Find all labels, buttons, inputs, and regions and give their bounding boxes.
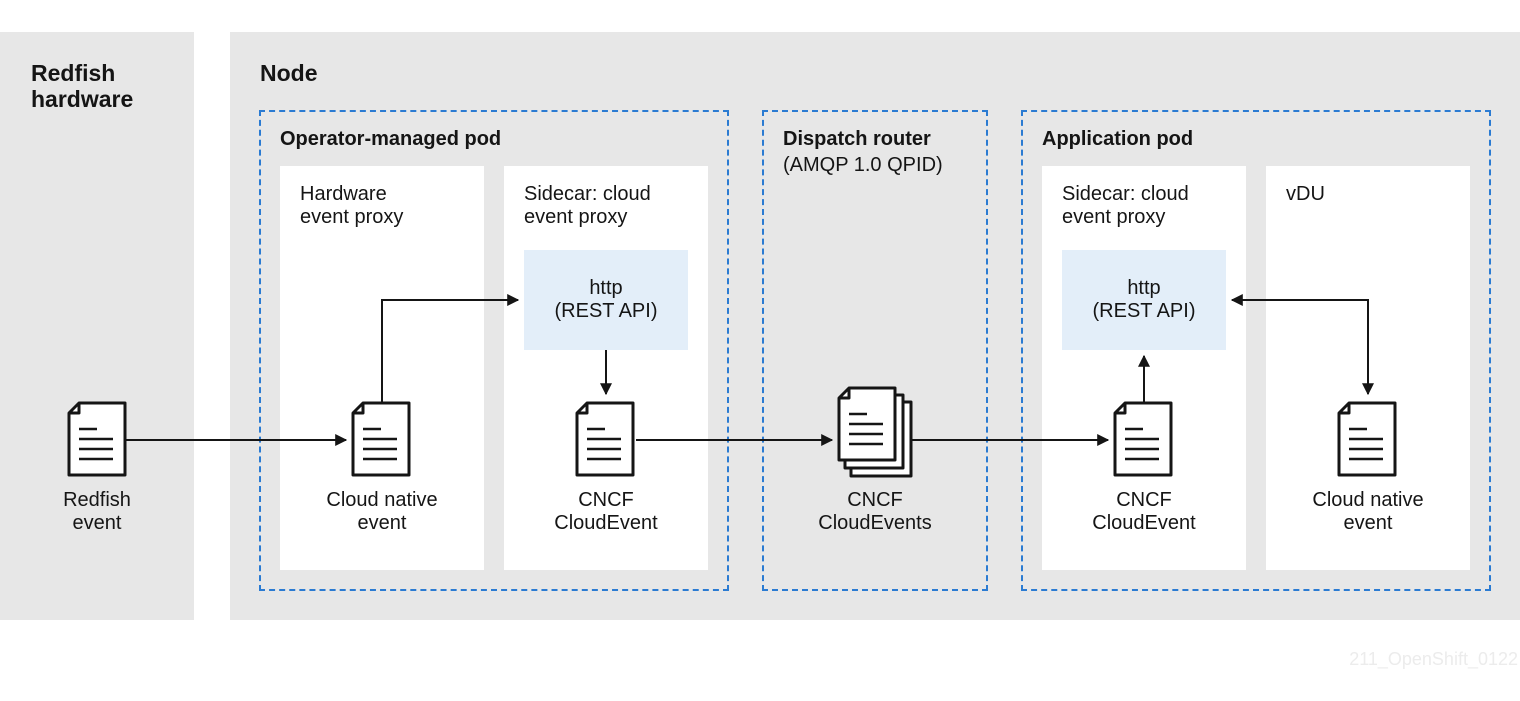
- redfish-hardware-panel: [0, 32, 194, 620]
- operator-managed-pod: [259, 110, 729, 591]
- cloud-native-1-line1: Cloud native: [326, 489, 438, 511]
- operator-http-rest-api-box: [524, 250, 688, 350]
- cloud-native-1-line2: event: [357, 512, 407, 534]
- cncf-1-line1: CNCF: [578, 489, 634, 511]
- document-icon: [575, 401, 635, 477]
- redfish-hardware-title-line2: hardware: [31, 86, 134, 112]
- app-sidecar-label: Sidecar: cloud event proxy: [1062, 183, 1189, 229]
- arrow-http-vdu-bidirectional: [1230, 294, 1374, 396]
- redfish-hardware-title: Redfish hardware: [31, 60, 133, 112]
- app-http-rest-api-box: [1062, 250, 1226, 350]
- application-pod: [1021, 110, 1491, 591]
- vdu-label: vDU: [1286, 183, 1325, 205]
- op-http-line2: (REST API): [554, 300, 658, 322]
- cncf-2-line1: CNCF: [1116, 489, 1172, 511]
- cloud-native-2-line1: Cloud native: [1312, 489, 1424, 511]
- op-http-line1: http: [589, 277, 623, 299]
- dispatch-router: [762, 110, 988, 591]
- document-icon: [67, 401, 127, 477]
- redfish-event-line2: event: [72, 512, 122, 534]
- cloud-native-event-label: Cloud native event: [326, 489, 437, 535]
- op-sidecar-line2: event proxy: [524, 206, 628, 228]
- op-sidecar-line1: Sidecar: cloud: [524, 183, 651, 205]
- operator-http-rest-api-label: http (REST API): [555, 277, 658, 323]
- cncf-1-line2: CloudEvent: [554, 512, 658, 534]
- app-sidecar-line1: Sidecar: cloud: [1062, 183, 1189, 205]
- node-title: Node: [260, 60, 318, 86]
- cloud-native-2-line2: event: [1343, 512, 1393, 534]
- app-cncf-cloudevent-label: CNCF CloudEvent: [1092, 489, 1195, 535]
- cncf-multi-line2: CloudEvents: [818, 512, 932, 534]
- app-http-line1: http: [1127, 277, 1161, 299]
- dispatch-router-subtitle: (AMQP 1.0 QPID): [783, 154, 943, 176]
- hardware-event-proxy-label: Hardware event proxy: [300, 183, 403, 229]
- redfish-hardware-title-line1: Redfish: [31, 60, 116, 86]
- arrow-cloud-native-to-http: [381, 294, 520, 404]
- cncf-cloudevent-label: CNCF CloudEvent: [554, 489, 657, 535]
- operator-pod-title: Operator-managed pod: [280, 128, 502, 150]
- app-sidecar-line2: event proxy: [1062, 206, 1166, 228]
- hw-proxy-line2: event proxy: [300, 206, 404, 228]
- documents-stack-icon: [837, 386, 913, 478]
- cncf-cloudevents-label: CNCF CloudEvents: [818, 489, 931, 535]
- redfish-event-line1: Redfish: [63, 489, 131, 511]
- application-pod-title: Application pod: [1042, 128, 1194, 150]
- document-icon: [1113, 401, 1173, 477]
- app-http-line2: (REST API): [1092, 300, 1196, 322]
- document-icon: [1337, 401, 1397, 477]
- watermark: 211_OpenShift_0122: [1349, 649, 1518, 669]
- app-http-rest-api-label: http (REST API): [1093, 277, 1196, 323]
- hw-proxy-line1: Hardware: [300, 183, 387, 205]
- document-icon: [351, 401, 411, 477]
- cncf-2-line2: CloudEvent: [1092, 512, 1196, 534]
- dispatch-router-title: Dispatch router: [783, 128, 931, 150]
- vdu-cloud-native-event-label: Cloud native event: [1312, 489, 1423, 535]
- operator-sidecar-label: Sidecar: cloud event proxy: [524, 183, 651, 229]
- redfish-event-label: Redfish event: [63, 489, 131, 535]
- cncf-multi-line1: CNCF: [847, 489, 903, 511]
